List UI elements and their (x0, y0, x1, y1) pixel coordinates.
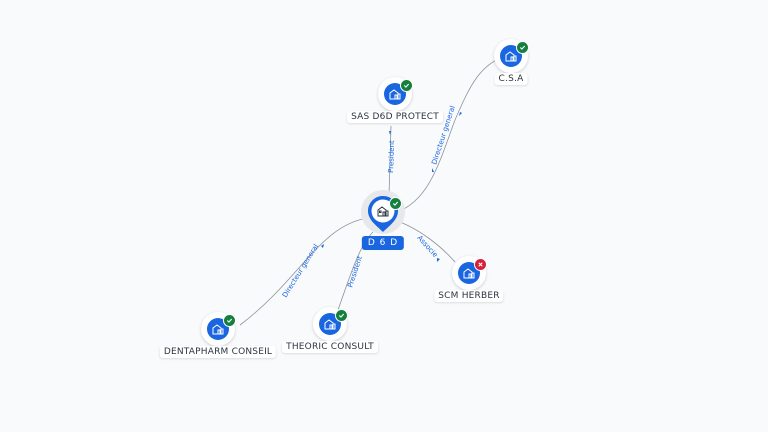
center-node-label: D 6 D (361, 236, 405, 250)
edge-label-scm: Associe (416, 234, 440, 259)
node-label: THEORIC CONSULT (282, 341, 378, 353)
edge-arrow (437, 258, 440, 262)
edge-label-theoric: President (346, 255, 364, 289)
edge-label-dentapharm: Directeur general (281, 243, 320, 299)
cross-icon (474, 258, 487, 271)
edge-csa (396, 55, 506, 213)
check-icon (400, 79, 413, 92)
edge-arrow (459, 112, 462, 116)
edge-arrow (389, 131, 391, 135)
edge-scm (399, 221, 456, 263)
edge-sas (388, 125, 392, 197)
check-icon (223, 314, 236, 327)
node-label: SCM HERBER (434, 290, 504, 302)
building-icon (372, 200, 394, 222)
node-label: C.S.A (494, 73, 528, 85)
edge-label-sas: President (387, 140, 396, 173)
edge-arrow (321, 244, 324, 248)
edge-dentapharm (239, 217, 369, 326)
node-label: SAS D6D PROTECT (347, 111, 443, 123)
check-icon (516, 41, 529, 54)
node-label: DENTAPHARM CONSEIL (159, 346, 277, 358)
check-icon (335, 309, 348, 322)
check-icon (389, 197, 402, 210)
edge-arrow (432, 168, 434, 172)
